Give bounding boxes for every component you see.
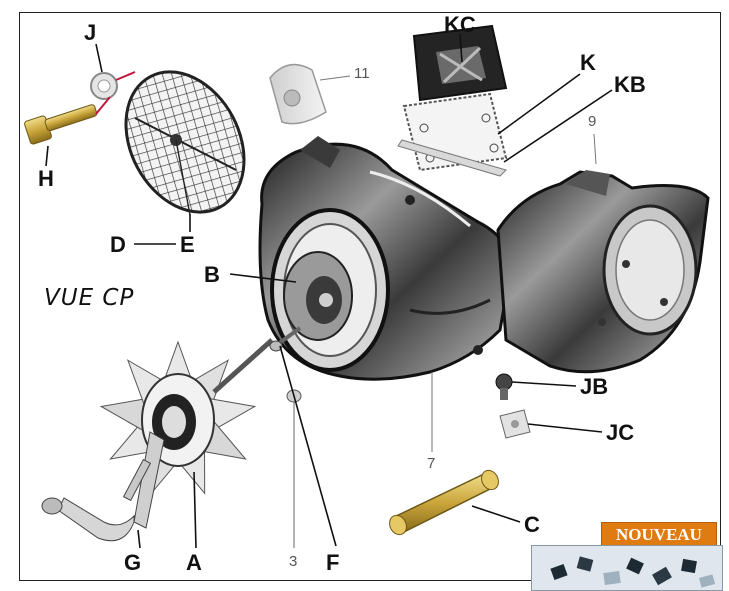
label-a: A — [186, 550, 202, 575]
screw-f — [269, 326, 302, 352]
number-leaders — [319, 75, 597, 452]
spacer-c — [389, 469, 499, 536]
label-h: H — [38, 166, 54, 191]
label-f: F — [326, 550, 340, 575]
label-g: G — [124, 550, 142, 575]
label-k: K — [580, 50, 596, 75]
reed-block-kc — [412, 24, 508, 102]
label-j: J — [84, 20, 97, 45]
crank-g — [41, 431, 165, 542]
rear-housing-9 — [496, 170, 710, 374]
fan-grille — [124, 70, 246, 216]
label-d: D — [110, 232, 126, 257]
label-e: E — [180, 232, 195, 257]
assembly-leader — [95, 96, 111, 115]
part-number-11: 11 — [354, 65, 370, 82]
part-number-3: 3 — [289, 553, 298, 570]
new-parts-thumbnail — [531, 545, 723, 591]
leader-lines — [45, 33, 613, 549]
clip-jc — [499, 409, 531, 439]
label-kb: KB — [614, 72, 646, 97]
cover-part-11 — [269, 63, 327, 125]
label-kc: KC — [444, 12, 476, 37]
reed-plate-kb — [397, 139, 507, 177]
new-badge: NOUVEAU — [601, 522, 717, 546]
fan-a — [99, 338, 274, 495]
pulley-b — [283, 251, 353, 341]
view-title: VUE CP — [44, 285, 135, 311]
label-jc: JC — [606, 420, 635, 445]
label-b: B — [204, 262, 220, 287]
part-number-7: 7 — [427, 455, 436, 472]
part-number-9: 9 — [588, 113, 597, 130]
diagram-frame — [19, 12, 721, 581]
main-shroud — [258, 136, 514, 381]
washer-j — [90, 72, 118, 100]
bolt-h — [24, 104, 98, 145]
clip-jb — [495, 373, 513, 400]
label-c: C — [524, 512, 540, 537]
label-jb: JB — [580, 374, 609, 399]
assembly-leader — [115, 71, 136, 81]
